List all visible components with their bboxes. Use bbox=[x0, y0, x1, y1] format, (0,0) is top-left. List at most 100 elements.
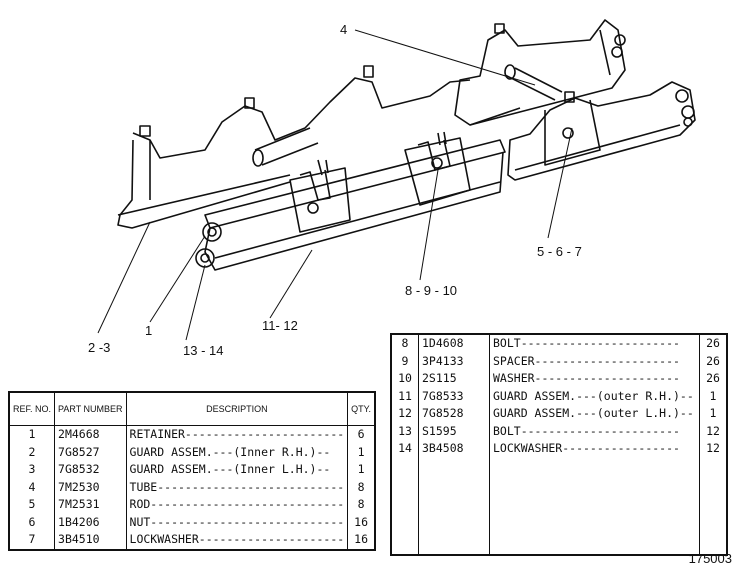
ref-no: 8 bbox=[390, 334, 419, 353]
quantity: 1 bbox=[699, 387, 728, 405]
tube bbox=[254, 127, 319, 166]
part-number: 3P4133 bbox=[418, 352, 490, 370]
part-number: 2M4668 bbox=[54, 425, 127, 444]
quantity: 8 bbox=[347, 478, 376, 496]
callout-13-14: 13 - 14 bbox=[183, 343, 224, 358]
quantity: 26 bbox=[699, 370, 728, 388]
part-number: 7M2530 bbox=[54, 478, 127, 496]
quantity: 8 bbox=[347, 496, 376, 514]
part-number: 3B4508 bbox=[418, 440, 490, 458]
quantity: 6 bbox=[347, 425, 376, 444]
part-number: 7G8528 bbox=[418, 405, 490, 423]
ref-no: 10 bbox=[390, 370, 419, 388]
ref-no: 11 bbox=[390, 387, 419, 405]
quantity: 12 bbox=[699, 440, 728, 458]
ref-no: 13 bbox=[390, 422, 419, 440]
ref-no: 5 bbox=[8, 496, 56, 514]
quantity: 12 bbox=[699, 422, 728, 440]
inner-guard-top-edge bbox=[132, 77, 471, 159]
description: WASHER--------------------- bbox=[489, 370, 700, 388]
ref-no: 6 bbox=[8, 513, 56, 531]
bracket-far-right bbox=[544, 99, 601, 166]
description: TUBE--------------------------- bbox=[125, 478, 349, 496]
empty-cell bbox=[390, 457, 419, 555]
description: LOCKWASHER--------------------- bbox=[125, 531, 349, 550]
header-qty: QTY. bbox=[347, 391, 376, 426]
ref-no: 4 bbox=[8, 478, 56, 496]
quantity: 16 bbox=[347, 531, 376, 550]
figure-number: 175003 bbox=[688, 551, 732, 566]
callout-5-6-7: 5 - 6 - 7 bbox=[537, 244, 582, 259]
description: RETAINER----------------------- bbox=[125, 425, 349, 444]
part-number: S1595 bbox=[418, 422, 490, 440]
description: LOCKWASHER----------------- bbox=[489, 440, 700, 458]
part-number: 1B4206 bbox=[54, 513, 127, 531]
callout-8-9-10: 8 - 9 - 10 bbox=[405, 283, 458, 298]
description: BOLT----------------------- bbox=[489, 422, 700, 440]
quantity: 1 bbox=[347, 461, 376, 479]
part-number: 7G8527 bbox=[54, 443, 127, 461]
quantity: 16 bbox=[347, 513, 376, 531]
ref-no: 3 bbox=[8, 461, 56, 479]
description: GUARD ASSEM.---(Inner L.H.)-- bbox=[125, 461, 349, 479]
quantity: 1 bbox=[347, 443, 376, 461]
part-number: 1D4608 bbox=[418, 334, 490, 353]
quantity: 1 bbox=[699, 405, 728, 423]
callout-11-12: 11- 12 bbox=[262, 318, 298, 333]
description: BOLT----------------------- bbox=[489, 334, 700, 353]
quantity: 26 bbox=[699, 352, 728, 370]
part-number: 7G8533 bbox=[418, 387, 490, 405]
ref-no: 1 bbox=[8, 425, 56, 444]
ref-no: 2 bbox=[8, 443, 56, 461]
bracket-left bbox=[289, 167, 351, 233]
table-empty-rows bbox=[390, 457, 728, 555]
header-part-number: PART NUMBER bbox=[54, 391, 127, 426]
callout-2-3: 2 -3 bbox=[88, 340, 111, 355]
quantity: 26 bbox=[699, 334, 728, 353]
part-number: 7G8532 bbox=[54, 461, 127, 479]
empty-cell bbox=[489, 457, 700, 555]
upper-right-guard bbox=[454, 19, 626, 126]
callout-4: 4 bbox=[340, 22, 348, 37]
header-description: DESCRIPTION bbox=[125, 391, 349, 426]
ref-no: 9 bbox=[390, 352, 419, 370]
lower-right-guard bbox=[507, 81, 696, 181]
empty-cell bbox=[418, 457, 490, 555]
part-number: 2S115 bbox=[418, 370, 490, 388]
inner-guard-lower-edge bbox=[117, 139, 291, 229]
header-ref-no: REF. NO. bbox=[8, 391, 56, 426]
description: GUARD ASSEM.---(outer R.H.)-- bbox=[489, 387, 700, 405]
ref-no: 12 bbox=[390, 405, 419, 423]
description: GUARD ASSEM.---(Inner R.H.)-- bbox=[125, 443, 349, 461]
ref-no: 7 bbox=[8, 531, 56, 550]
description: NUT---------------------------- bbox=[125, 513, 349, 531]
description: SPACER--------------------- bbox=[489, 352, 700, 370]
tube-right bbox=[504, 67, 563, 101]
part-number: 3B4510 bbox=[54, 531, 127, 550]
empty-cell bbox=[699, 457, 728, 555]
ref-no: 14 bbox=[390, 440, 419, 458]
description: ROD---------------------------- bbox=[125, 496, 349, 514]
part-number: 7M2531 bbox=[54, 496, 127, 514]
description: GUARD ASSEM.---(outer L.H.)-- bbox=[489, 405, 700, 423]
bracket-right bbox=[404, 137, 471, 206]
callout-1: 1 bbox=[145, 323, 153, 338]
table-header-row: REF. NO. PART NUMBER DESCRIPTION QTY. bbox=[8, 391, 376, 426]
